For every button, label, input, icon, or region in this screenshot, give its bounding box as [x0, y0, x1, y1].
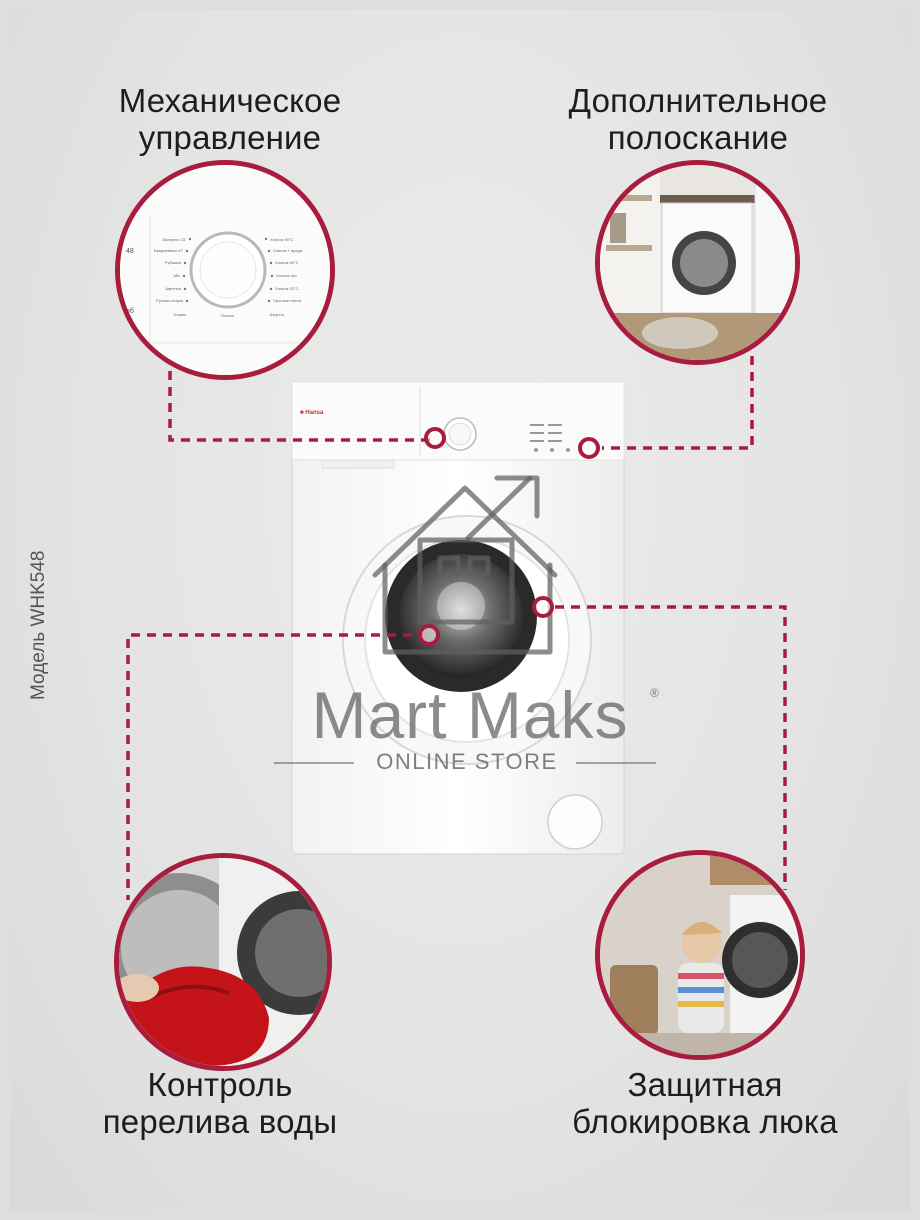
hotspot-extra-rinse: [578, 437, 600, 459]
feature-photo-drum-towel: [114, 853, 332, 1071]
caption-line: блокировка люка: [572, 1103, 838, 1140]
watermark-registered-mark: ®: [650, 686, 659, 700]
program-label: Рубашки: [165, 260, 181, 265]
program-label: Простые пятна: [273, 298, 302, 303]
watermark-store-name: Mart Maks: [311, 678, 629, 752]
program-label: Хлопок 20°C: [275, 286, 299, 291]
feature-photo-child-safety: [595, 850, 805, 1060]
washing-machine-illustration: ■ Hansa: [126, 355, 787, 900]
product-infographic: Механическое управление Дополнительное п…: [10, 10, 910, 1210]
feature-caption-overflow-control: Контроль перелива воды: [40, 1066, 400, 1140]
program-label: Mix: [174, 273, 180, 278]
watermark-divider-right: [576, 762, 656, 764]
edge-label: об: [126, 307, 134, 315]
caption-line: Механическое: [118, 82, 342, 119]
program-dial-illustration: 48 об Экспресс 15' Ежедневная 47' Рубашк…: [120, 165, 330, 375]
hotspot-door-lock: [532, 596, 554, 618]
caption-line: Контроль: [147, 1066, 293, 1103]
feature-caption-mechanical-control: Механическое управление: [50, 82, 410, 156]
program-label: Отжим: [173, 312, 186, 317]
watermark-divider-left: [274, 762, 354, 764]
feature-photo-control-panel: 48 об Экспресс 15' Ежедневная 47' Рубашк…: [115, 160, 335, 380]
program-label: Хлопок + предв.: [273, 248, 303, 253]
feature-photo-laundry-room: [595, 160, 800, 365]
hotspot-overflow-control: [418, 624, 440, 646]
program-label: Хлопок 60°C: [275, 260, 299, 265]
drum-towel-illustration: [119, 858, 327, 1066]
program-label: Ежедневная 47': [154, 248, 184, 253]
edge-label: 48: [126, 248, 134, 255]
caption-line: управление: [138, 119, 322, 156]
program-label: Хлопок эко: [276, 273, 297, 278]
svg-text:■ Hansa: ■ Hansa: [300, 410, 324, 416]
program-label: Цветное: [165, 286, 181, 291]
caption-line: Дополнительное: [568, 82, 828, 119]
watermark-store-tagline: ONLINE STORE: [376, 749, 558, 774]
program-label: Экспресс 15': [162, 237, 186, 242]
program-label: Хлопок 90°C: [270, 237, 294, 242]
feature-caption-door-lock: Защитная блокировка люка: [515, 1066, 895, 1140]
caption-line: полоскание: [607, 119, 789, 156]
program-label: Полоск.: [221, 313, 235, 318]
program-label: Ручная стирка: [156, 298, 184, 303]
hotspot-mechanical-control: [424, 427, 446, 449]
program-label: Шерсть: [270, 312, 284, 317]
laundry-room-illustration: [600, 165, 795, 360]
caption-line: перелива воды: [102, 1103, 338, 1140]
child-washer-illustration: [600, 855, 800, 1055]
caption-line: Защитная: [627, 1066, 783, 1103]
feature-caption-extra-rinse: Дополнительное полоскание: [518, 82, 878, 156]
